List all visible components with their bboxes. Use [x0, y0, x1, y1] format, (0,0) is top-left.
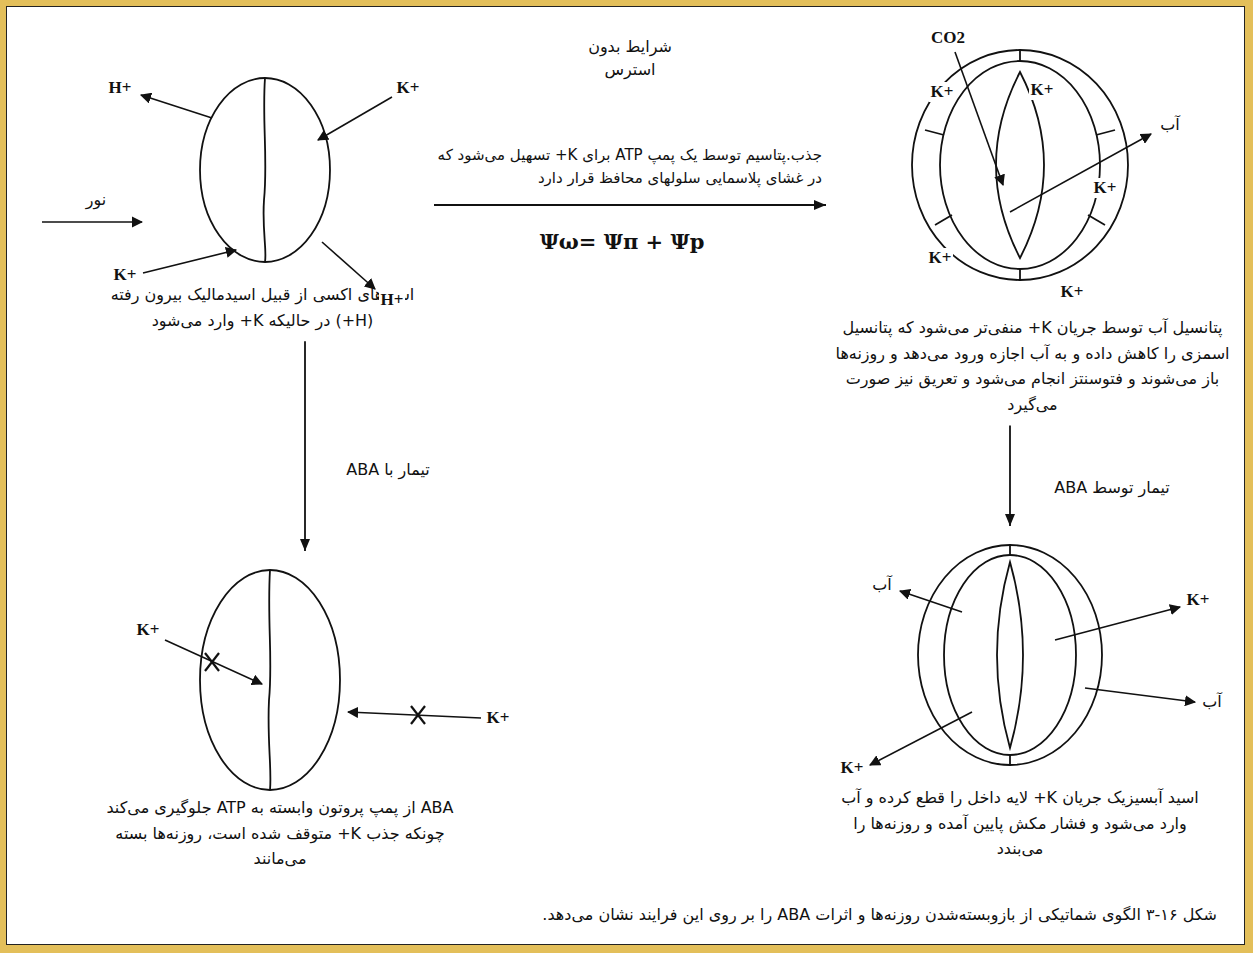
flow-label: آب — [1200, 692, 1224, 713]
ion-label: K+ — [927, 248, 954, 268]
flow-label: آب — [1158, 115, 1182, 136]
ion-label: K+ — [929, 82, 956, 102]
ion-label: H+ — [107, 78, 134, 98]
ion-label: K+ — [839, 758, 866, 778]
ion-label: CO2 — [929, 28, 967, 48]
stoma-caption: اسید آبسیزیک جریان K+ لایه داخل را قطع ک… — [830, 785, 1210, 862]
flow-label: آب — [870, 575, 894, 596]
connector-arrow — [1005, 425, 1015, 526]
edge-label: شرایط بدون استرس — [568, 35, 692, 81]
ion-label: K+ — [1059, 282, 1086, 302]
figure-caption: شکل ۱۶-۳ الگوی شماتیکی از بازوبسته‌شدن ر… — [542, 905, 1217, 924]
note-text: جذب.پتاسیم توسط یک پمپ ATP برای K+ تسهیل… — [430, 144, 824, 191]
ion-label: K+ — [1029, 80, 1056, 100]
stoma-space — [95, 60, 430, 282]
stoma-caption: ABA از پمپ پروتون وابسته به ATP جلوگیری … — [100, 795, 460, 872]
stoma-space — [830, 530, 1210, 785]
connector-arrow — [434, 200, 826, 210]
formula-text: Ψω= Ψπ + Ψp — [538, 229, 707, 254]
connector-line — [304, 341, 306, 551]
ion-label: H+ — [379, 290, 406, 310]
flow-label: نور — [84, 190, 108, 211]
arrow-head — [814, 200, 826, 210]
ion-label: K+ — [135, 620, 162, 640]
ion-label: K+ — [395, 78, 422, 98]
edge-label: تیمار توسط ABA — [1052, 476, 1172, 499]
connector-line — [1009, 425, 1011, 526]
stoma-space — [100, 555, 460, 795]
arrow-head — [300, 539, 310, 551]
ion-label: K+ — [112, 265, 139, 285]
connector-arrow — [300, 341, 310, 551]
ion-label: K+ — [1185, 590, 1212, 610]
connector-line — [434, 204, 826, 206]
edge-label: تیمار با ABA — [344, 458, 432, 481]
ion-label: K+ — [1092, 178, 1119, 198]
arrow-head — [1005, 514, 1015, 526]
stoma-space — [830, 30, 1235, 315]
ion-label: K+ — [485, 708, 512, 728]
stoma-panel: ABA از پمپ پروتون وابسته به ATP جلوگیری … — [100, 555, 460, 872]
stoma-caption: پتانسیل آب توسط جریان K+ منفی‌تر می‌شود … — [830, 315, 1235, 417]
